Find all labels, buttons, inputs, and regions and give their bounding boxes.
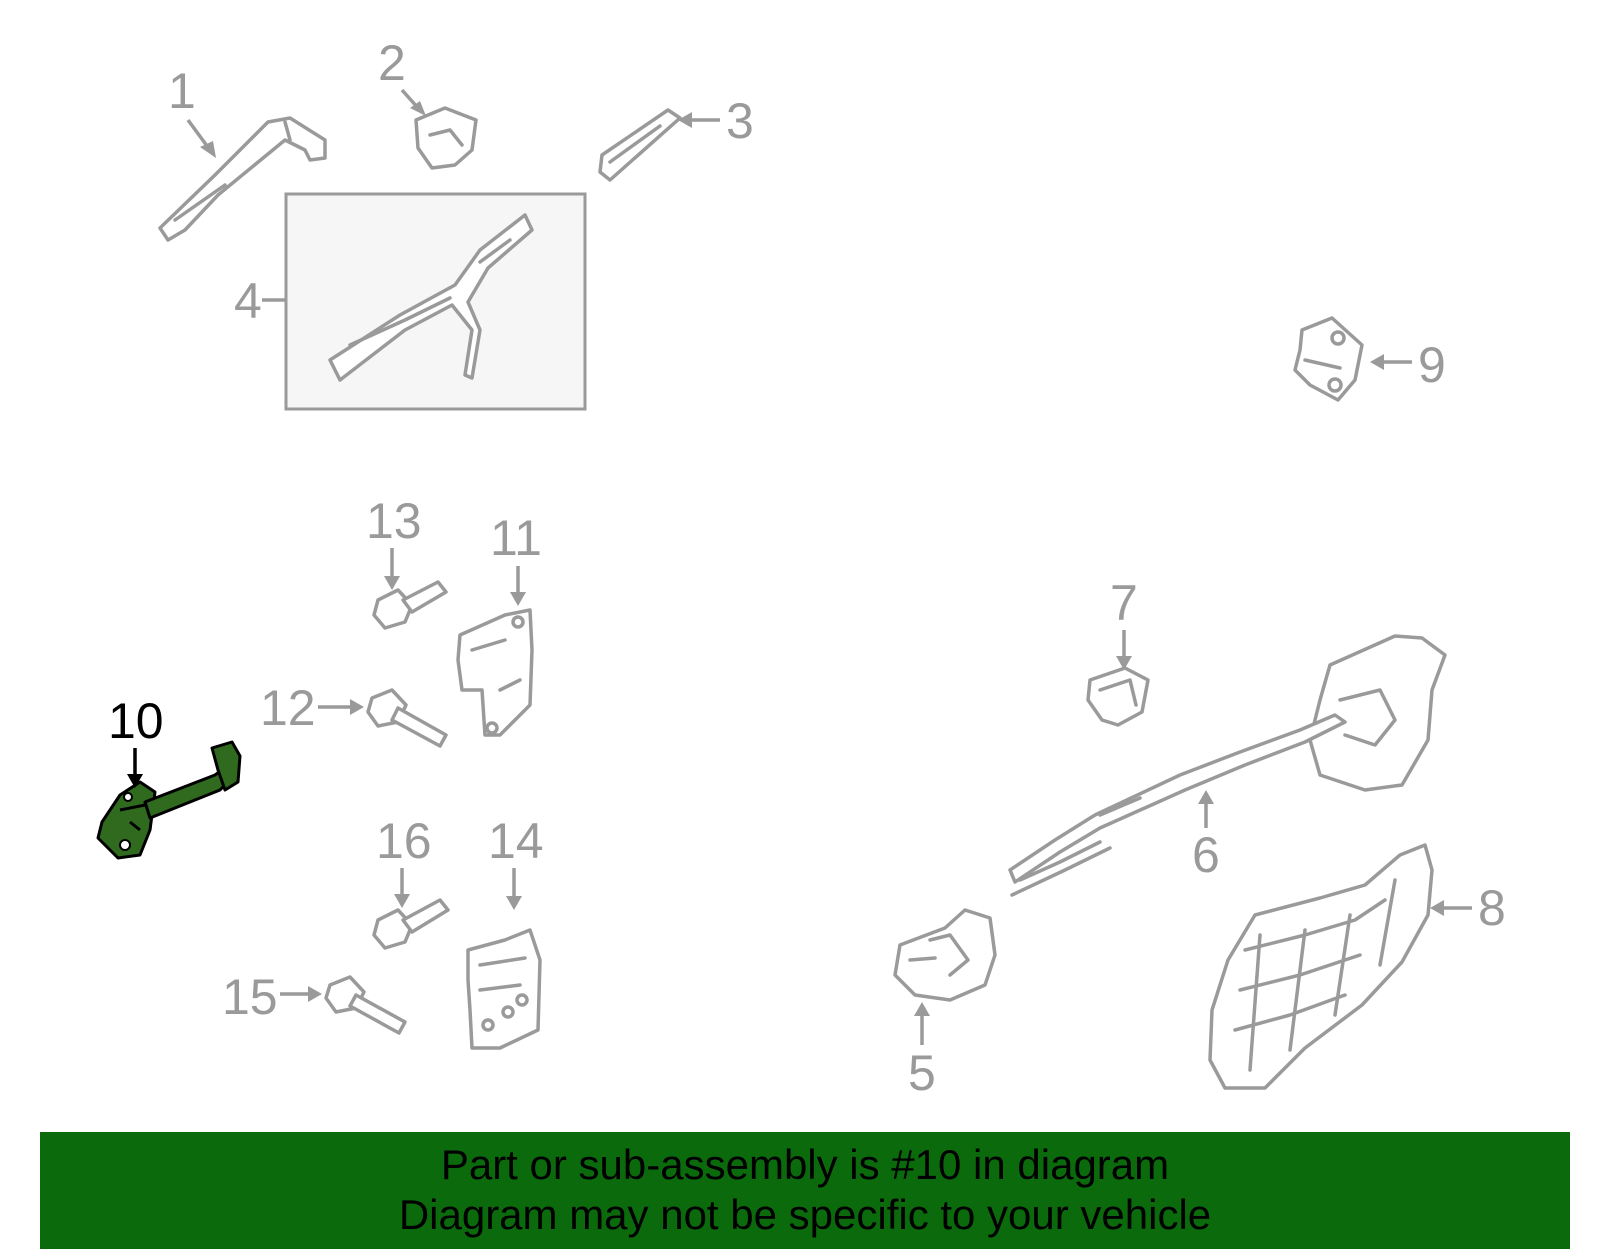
- label-12: 12: [260, 680, 364, 736]
- label-text-8: 8: [1478, 880, 1506, 936]
- label-text-13: 13: [366, 493, 422, 549]
- label-text-7: 7: [1110, 575, 1138, 631]
- part-11-upper-hinge[interactable]: [456, 608, 534, 737]
- part-13-bolt[interactable]: [372, 580, 448, 630]
- label-text-5: 5: [908, 1045, 936, 1101]
- label-6: 6: [1192, 790, 1220, 883]
- part-16-bolt[interactable]: [372, 898, 450, 950]
- part-4-handle-frame[interactable]: [284, 192, 587, 411]
- label-5: 5: [908, 1002, 936, 1101]
- part-12-bolt[interactable]: [366, 688, 448, 748]
- part-1-outer-handle[interactable]: [158, 116, 327, 242]
- label-text-1: 1: [168, 63, 196, 119]
- part-10-door-check[interactable]: [96, 740, 242, 860]
- label-text-2: 2: [378, 35, 406, 91]
- label-11: 11: [490, 510, 542, 606]
- label-9: 9: [1370, 337, 1446, 393]
- label-2: 2: [378, 35, 426, 116]
- label-text-16: 16: [376, 813, 432, 869]
- label-text-14: 14: [488, 813, 544, 869]
- label-text-15: 15: [222, 969, 278, 1025]
- caption-line-2: Diagram may not be specific to your vehi…: [398, 1191, 1212, 1238]
- label-3: 3: [678, 93, 754, 149]
- label-text-11: 11: [490, 510, 542, 566]
- label-7: 7: [1110, 575, 1138, 670]
- label-10: 10: [108, 693, 164, 788]
- part-7-clip[interactable]: [1086, 666, 1150, 727]
- label-text-12: 12: [260, 680, 316, 736]
- caption-banner: Part or sub-assembly is #10 in diagram D…: [40, 1132, 1570, 1249]
- parts-diagram: 1 2 3 4 9: [96, 35, 1506, 1101]
- label-14: 14: [488, 813, 544, 910]
- part-8-latch-shield[interactable]: [1208, 843, 1434, 1090]
- label-8: 8: [1430, 880, 1506, 936]
- label-16: 16: [376, 813, 432, 908]
- part-6-door-latch[interactable]: [1008, 634, 1447, 897]
- label-text-4: 4: [234, 273, 262, 329]
- label-text-6: 6: [1192, 827, 1220, 883]
- part-14-lower-hinge[interactable]: [466, 928, 542, 1050]
- label-4: 4: [234, 273, 286, 329]
- label-15: 15: [222, 969, 322, 1025]
- label-text-10: 10: [108, 693, 164, 749]
- part-15-bolt[interactable]: [324, 975, 407, 1035]
- part-2-handle-bracket[interactable]: [414, 106, 478, 170]
- part-3-handle-gasket[interactable]: [598, 108, 682, 182]
- part-5-lock-actuator[interactable]: [893, 908, 997, 1002]
- part-9-striker[interactable]: [1293, 316, 1364, 402]
- label-text-9: 9: [1418, 337, 1446, 393]
- label-1: 1: [168, 63, 216, 158]
- label-13: 13: [366, 493, 422, 590]
- label-text-3: 3: [726, 93, 754, 149]
- caption-line-1: Part or sub-assembly is #10 in diagram: [440, 1141, 1170, 1188]
